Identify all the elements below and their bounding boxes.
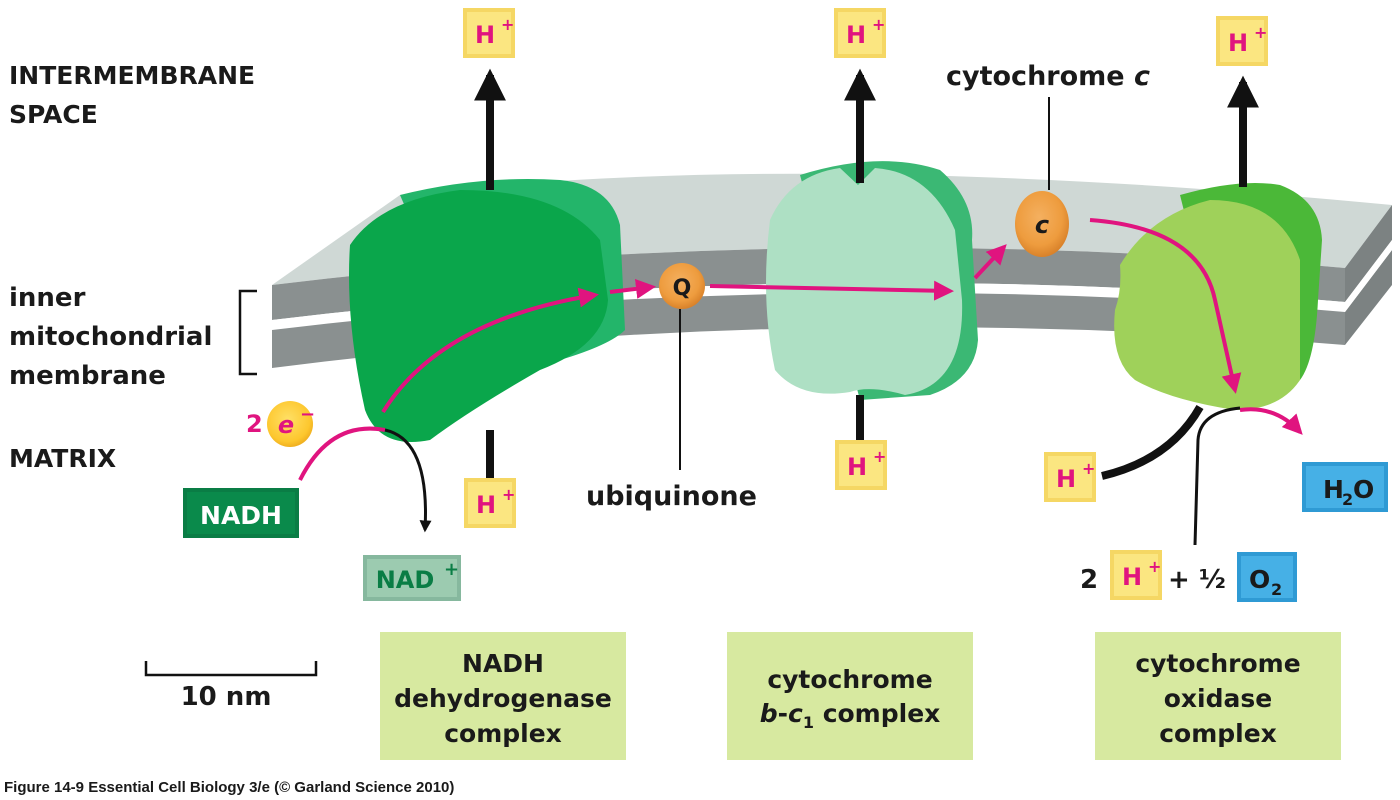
- scale-bar-label: 10 nm: [181, 682, 272, 712]
- complex-label-cytochrome-bc1: cytochrome b-c1 complex: [727, 632, 973, 760]
- electron-path-q-to-complex3: [709, 280, 954, 301]
- cytochrome-c-symbol: c: [1035, 211, 1049, 239]
- proton-symbol: H: [847, 453, 867, 481]
- complex-label-line: b-c1 complex: [760, 699, 941, 732]
- proton-coefficient: 2: [1080, 565, 1098, 595]
- complex-label-line: complex: [444, 719, 562, 748]
- plus-half: + ½: [1168, 565, 1226, 595]
- proton-symbol: H: [1228, 29, 1248, 57]
- proton-charge: +: [872, 15, 885, 34]
- complex-label-line: complex: [1159, 719, 1277, 748]
- proton-symbol: H: [1122, 563, 1142, 591]
- water-o: O: [1353, 475, 1374, 504]
- cytochrome-c-carrier[interactable]: c: [1015, 191, 1069, 257]
- intermembrane-label-line2: SPACE: [9, 100, 98, 129]
- nad-charge: +: [444, 559, 459, 580]
- oxygen-box[interactable]: O 2: [1237, 552, 1297, 602]
- complex1-body: [349, 190, 608, 442]
- membrane-bracket: [238, 289, 257, 376]
- complex3-body: [766, 168, 963, 395]
- proton-symbol: H: [475, 21, 495, 49]
- ubiquinone-symbol: Q: [673, 276, 692, 301]
- proton-box-reaction: H+: [1110, 550, 1162, 600]
- electron-symbol: e: [278, 411, 294, 439]
- complex-label-cytochrome-oxidase: cytochrome oxidase complex: [1095, 632, 1341, 760]
- proton-charge: +: [1254, 23, 1267, 42]
- nadh-dehydrogenase-complex[interactable]: [349, 179, 625, 442]
- complex-label-nadh-dehydrogenase: NADH dehydrogenase complex: [380, 632, 626, 760]
- proton-box-complex4-matrix: H+: [1044, 452, 1096, 502]
- electron-path-nadh: [298, 426, 386, 481]
- nad-release-arrow: [384, 428, 432, 533]
- oxygen-subscript: 2: [1271, 580, 1282, 599]
- proton-box-complex1-matrix: H+: [464, 478, 516, 528]
- proton-boxes: H+H+H+H+H+H+H+: [463, 8, 1268, 600]
- water-h: H: [1323, 475, 1344, 504]
- proton-uptake-complex4: [1101, 405, 1204, 480]
- oxygen-reaction-line: [1193, 406, 1241, 546]
- water-subscript: 2: [1342, 490, 1353, 509]
- proton-arrows: [474, 68, 1259, 480]
- complex-label-line: dehydrogenase: [394, 684, 612, 713]
- scale-bar-line: [144, 661, 318, 677]
- nadh-box[interactable]: NADH: [183, 488, 299, 538]
- ubiquinone-callout: ubiquinone: [586, 481, 757, 512]
- proton-charge: +: [501, 15, 514, 34]
- water-box[interactable]: H 2 O: [1302, 462, 1388, 512]
- scale-bar: 10 nm: [144, 661, 318, 712]
- proton-charge: +: [873, 447, 886, 466]
- nadh-label: NADH: [200, 501, 282, 530]
- electron-path-cytc-to-complex4: [1089, 218, 1242, 394]
- proton-symbol: H: [846, 21, 866, 49]
- electron-count: 2: [246, 410, 263, 438]
- matrix-label: MATRIX: [9, 444, 116, 473]
- electron-path: [298, 218, 1303, 546]
- nad-plus-box[interactable]: NAD +: [363, 555, 461, 601]
- proton-box-complex3-ims: H+: [834, 8, 886, 58]
- proton-symbol: H: [476, 491, 496, 519]
- proton-charge: +: [1148, 557, 1161, 576]
- intermembrane-label-line1: INTERMEMBRANE: [9, 61, 255, 90]
- proton-charge: +: [502, 485, 515, 504]
- membrane-gap: [272, 282, 1345, 330]
- complex-label-line: NADH: [462, 649, 544, 678]
- proton-box-complex1-ims: H+: [463, 8, 515, 58]
- electron-path-to-water: [1239, 407, 1303, 435]
- membrane-label-line1: inner: [9, 283, 86, 313]
- proton-symbol: H: [1056, 465, 1076, 493]
- proton-box-complex4-ims: H+: [1216, 16, 1268, 66]
- membrane-right-end: [1345, 205, 1392, 345]
- membrane-label-line2: mitochondrial: [9, 322, 212, 352]
- oxygen-o: O: [1249, 565, 1270, 594]
- electron-path-to-cytc: [973, 244, 1007, 280]
- cytochrome-oxidase-complex[interactable]: [1114, 182, 1322, 410]
- complex-label-line: cytochrome: [767, 665, 932, 694]
- electron-icon: [267, 401, 313, 447]
- proton-box-complex3-matrix: H+: [835, 440, 887, 490]
- complex-label-line: cytochrome: [1135, 649, 1300, 678]
- nad-label: NAD: [376, 566, 435, 594]
- electron-path-complex1: [381, 287, 599, 414]
- complex4-body: [1114, 200, 1300, 410]
- complex-label-line: oxidase: [1164, 684, 1272, 713]
- cytochrome-bc1-complex[interactable]: [766, 161, 978, 400]
- membrane-label-line3: membrane: [9, 361, 166, 391]
- electron-charge: −: [300, 404, 315, 425]
- proton-charge: +: [1082, 459, 1095, 478]
- ubiquinone-carrier[interactable]: Q: [659, 263, 705, 309]
- electron-path-to-q: [609, 278, 656, 299]
- oxygen-reaction: 2 + ½ O 2: [1080, 552, 1297, 602]
- figure-caption: Figure 14-9 Essential Cell Biology 3/e (…: [4, 779, 454, 796]
- electrons-label: 2 e −: [246, 401, 315, 447]
- cytochrome-c-callout: cytochrome c: [946, 61, 1150, 92]
